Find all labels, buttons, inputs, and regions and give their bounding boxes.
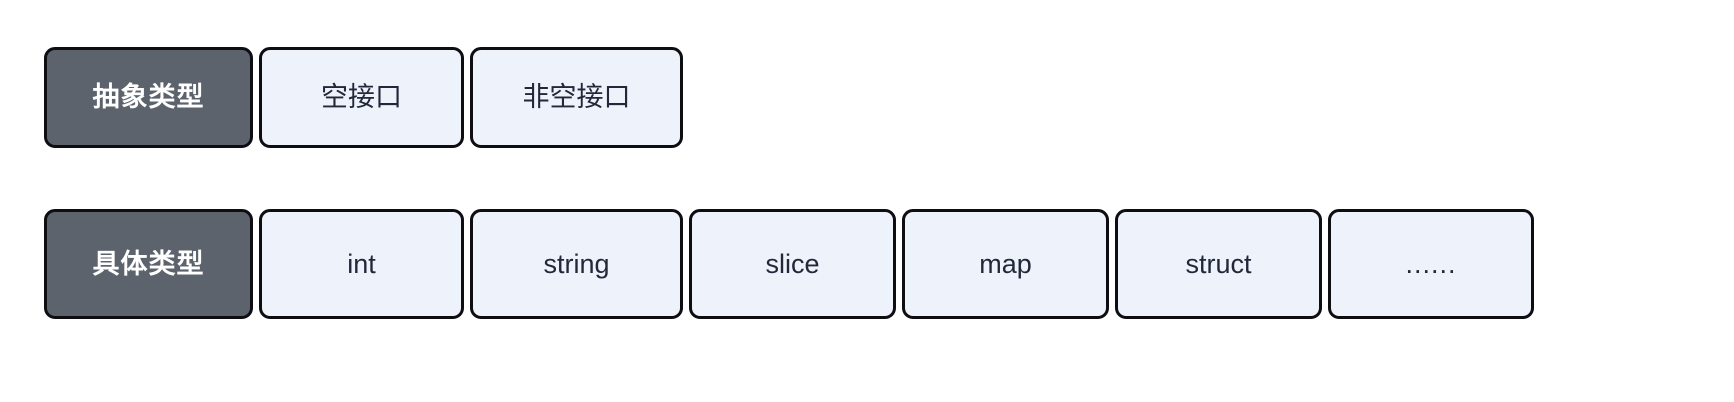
abstract-types-row: 抽象类型 空接口 非空接口: [44, 47, 683, 148]
concrete-type-struct: struct: [1115, 209, 1322, 319]
concrete-type-ellipsis: ......: [1328, 209, 1534, 319]
concrete-types-header: 具体类型: [44, 209, 253, 319]
abstract-type-empty-interface: 空接口: [259, 47, 464, 148]
concrete-type-string: string: [470, 209, 683, 319]
concrete-types-row: 具体类型 int string slice map struct ......: [44, 209, 1534, 319]
concrete-type-map: map: [902, 209, 1109, 319]
abstract-type-nonempty-interface: 非空接口: [470, 47, 683, 148]
concrete-type-slice: slice: [689, 209, 896, 319]
concrete-type-int: int: [259, 209, 464, 319]
abstract-types-header: 抽象类型: [44, 47, 253, 148]
